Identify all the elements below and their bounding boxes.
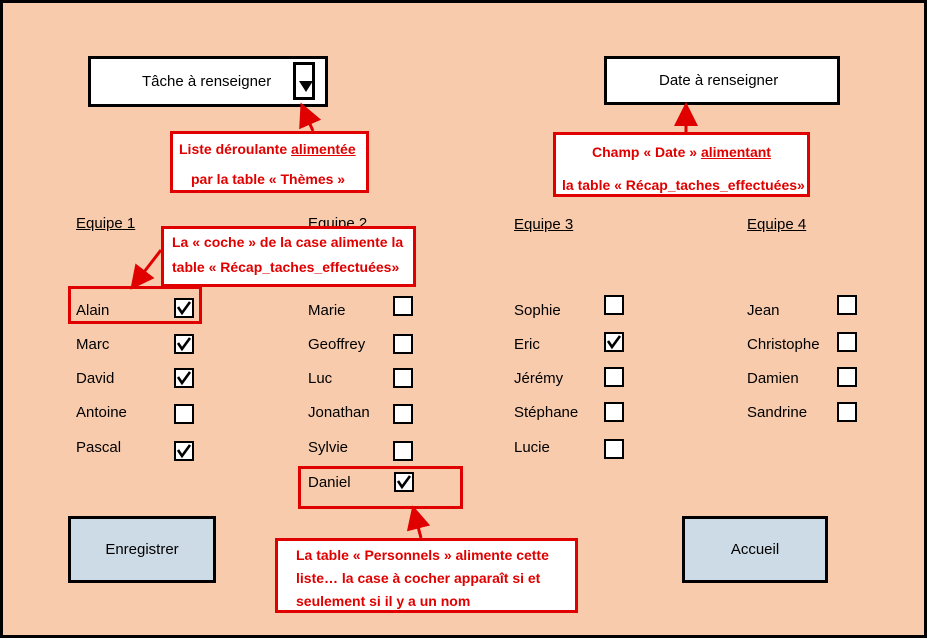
- annotation-text: Liste déroulante alimentée: [179, 141, 356, 157]
- member-checkbox[interactable]: [837, 367, 857, 387]
- dropdown-arrow-button[interactable]: [293, 62, 315, 100]
- annotation-text: table « Récap_taches_effectuées»: [172, 259, 400, 275]
- checkmark-icon: [176, 444, 192, 459]
- member-checkbox[interactable]: [837, 402, 857, 422]
- member-name: Jean: [747, 302, 780, 319]
- annotation-list: La table « Personnels » alimente cette l…: [275, 538, 578, 613]
- annotation-text: liste… la case à cocher apparaît si et: [296, 570, 541, 586]
- member-checkbox[interactable]: [604, 295, 624, 315]
- member-name: Lucie: [514, 439, 550, 456]
- date-field-label: Date à renseigner: [659, 72, 779, 89]
- member-checkbox[interactable]: [604, 367, 624, 387]
- member-checkbox[interactable]: [837, 295, 857, 315]
- member-name: Luc: [308, 370, 333, 387]
- team-1-header: Equipe 1: [76, 215, 136, 232]
- member-name: David: [76, 370, 115, 387]
- member-checkbox[interactable]: [174, 404, 194, 424]
- member-checkbox[interactable]: [393, 334, 413, 354]
- member-name: Pascal: [76, 439, 122, 456]
- member-checkbox[interactable]: [393, 441, 413, 461]
- member-name: Jérémy: [514, 370, 564, 387]
- member-name: Alain: [76, 302, 110, 319]
- member-name: Eric: [514, 336, 540, 353]
- checkmark-icon: [176, 337, 192, 352]
- member-checkbox[interactable]: [393, 296, 413, 316]
- highlight-daniel-row: [298, 466, 463, 509]
- member-name: Damien: [747, 370, 799, 387]
- member-checkbox[interactable]: [604, 439, 624, 459]
- annotation-dropdown: Liste déroulante alimentée par la table …: [170, 131, 369, 193]
- team-3-header: Equipe 3: [514, 216, 574, 233]
- member-checkbox[interactable]: [604, 332, 624, 352]
- member-name: Marie: [308, 302, 346, 319]
- annotation-text: La « coche » de la case alimente la: [172, 234, 404, 250]
- member-name: Sandrine: [747, 404, 808, 421]
- member-checkbox[interactable]: [174, 368, 194, 388]
- annotation-checkbox: La « coche » de la case alimente la tabl…: [161, 226, 416, 287]
- member-checkbox[interactable]: [604, 402, 624, 422]
- member-checkbox[interactable]: [393, 368, 413, 388]
- annotation-text: Liste déroulante: [179, 141, 292, 157]
- checkmark-icon: [176, 301, 192, 316]
- task-dropdown-label: Tâche à renseigner: [142, 73, 272, 90]
- member-checkbox[interactable]: [393, 404, 413, 424]
- member-checkbox[interactable]: [837, 332, 857, 352]
- chevron-down-icon: [299, 81, 313, 92]
- annotation-text: Champ « Date » alimentant: [592, 144, 771, 160]
- home-button[interactable]: Accueil: [682, 516, 828, 583]
- member-name: Sophie: [514, 302, 561, 319]
- member-name: Geoffrey: [308, 336, 366, 353]
- annotation-text: La table « Personnels » alimente cette: [296, 547, 549, 563]
- member-name: Jonathan: [308, 404, 370, 421]
- annotation-text: alimentant: [700, 144, 771, 160]
- member-name: Marc: [76, 336, 110, 353]
- member-name: Stéphane: [514, 404, 579, 421]
- member-name: Antoine: [76, 404, 127, 421]
- date-field[interactable]: Date à renseigner: [604, 56, 840, 105]
- annotation-date: Champ « Date » alimentant la table « Réc…: [553, 132, 810, 197]
- annotation-text: Champ « Date »: [592, 144, 701, 160]
- team-4-header: Equipe 4: [747, 216, 807, 233]
- task-dropdown[interactable]: Tâche à renseigner: [88, 56, 328, 107]
- member-checkbox[interactable]: [174, 298, 194, 318]
- annotation-text: seulement si il y a un nom: [296, 593, 471, 609]
- save-button[interactable]: Enregistrer: [68, 516, 216, 583]
- member-checkbox[interactable]: [174, 334, 194, 354]
- member-name: Sylvie: [308, 439, 349, 456]
- member-checkbox[interactable]: [174, 441, 194, 461]
- annotation-text: alimentée: [291, 141, 356, 157]
- annotation-text: la table « Récap_taches_effectuées»: [562, 177, 805, 193]
- annotation-text: par la table « Thèmes »: [191, 171, 346, 187]
- member-checkbox[interactable]: [394, 472, 414, 492]
- member-name: Christophe: [747, 336, 820, 353]
- highlight-alain-row: [68, 286, 202, 324]
- member-name: Daniel: [308, 474, 351, 491]
- checkmark-icon: [396, 475, 412, 490]
- checkmark-icon: [606, 335, 622, 350]
- checkmark-icon: [176, 371, 192, 386]
